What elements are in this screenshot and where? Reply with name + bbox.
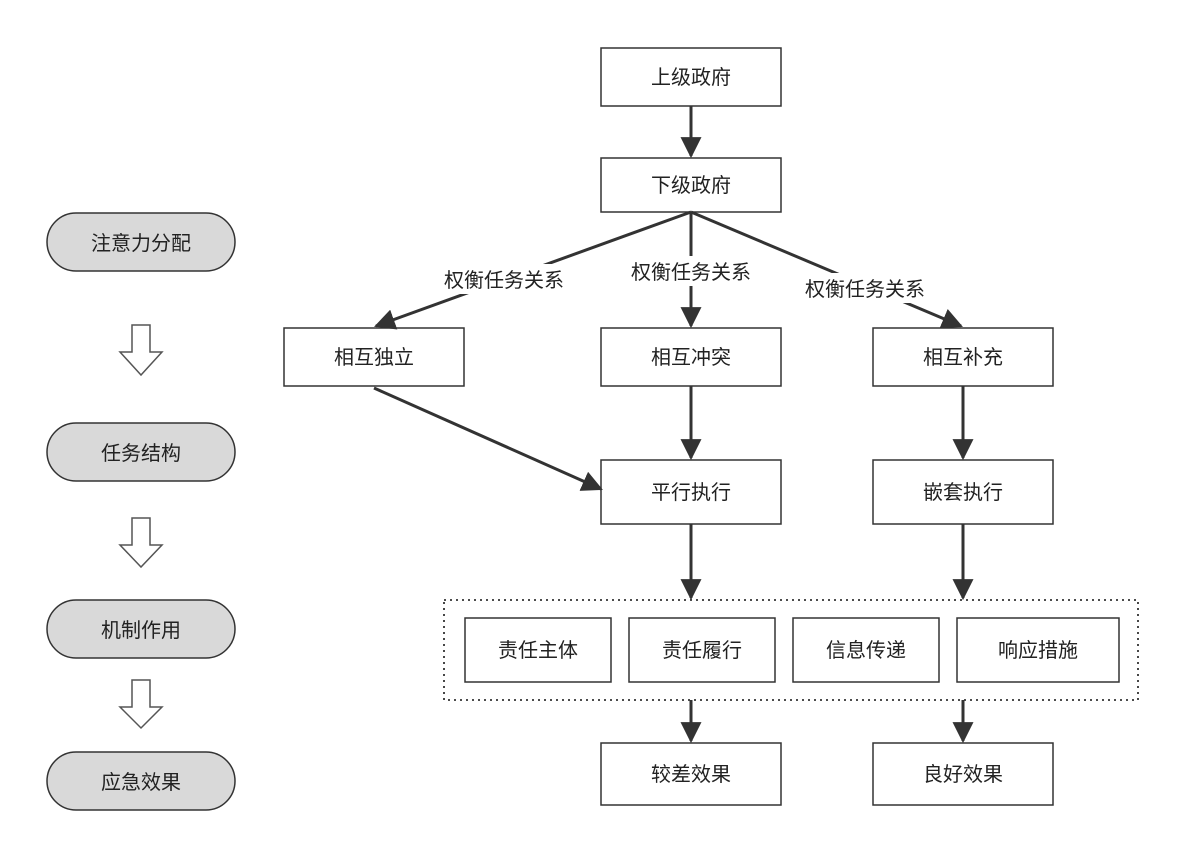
- side-step-task-structure-label: 任务结构: [101, 441, 181, 465]
- upper-gov-box: [600, 47, 782, 107]
- info-transfer-box: [792, 617, 940, 683]
- good-effect-box: [872, 742, 1054, 806]
- down-arrow-icon: [118, 517, 164, 569]
- side-flow: 注意力分配 任务结构 机制作用 应急效果: [46, 212, 236, 811]
- nested-exec-box: [872, 459, 1054, 525]
- side-step-emergency-effect-label: 应急效果: [101, 770, 181, 794]
- independent-label: 相互独立: [334, 345, 414, 369]
- edge-label-bg-left: [426, 264, 582, 294]
- mechanism-group: [443, 599, 1139, 701]
- edge-label-bg-right: [787, 273, 943, 303]
- edge-label-right: 权衡任务关系: [805, 277, 925, 301]
- edge-label-middle: 权衡任务关系: [631, 260, 751, 284]
- responsible-subject-label: 责任主体: [498, 638, 578, 662]
- info-transfer-label: 信息传递: [826, 638, 906, 662]
- side-step-mechanism: [46, 599, 236, 659]
- responsible-subject-box: [464, 617, 612, 683]
- parallel-exec-label: 平行执行: [651, 480, 731, 504]
- side-step-emergency-effect: [46, 751, 236, 811]
- arrow-lower-to-complement: [690, 210, 963, 329]
- arrow-independent-to-parallel: [373, 386, 603, 491]
- edge-label-left: 权衡任务关系: [444, 268, 564, 292]
- lower-gov-label: 下级政府: [651, 173, 731, 197]
- down-arrow-icon: [118, 324, 164, 377]
- conflict-label: 相互冲突: [651, 345, 731, 369]
- complement-label: 相互补充: [923, 345, 1003, 369]
- edge-label-bg-middle: [613, 256, 769, 286]
- upper-gov-label: 上级政府: [651, 65, 731, 89]
- nested-exec-label: 嵌套执行: [923, 480, 1003, 504]
- side-step-mechanism-label: 机制作用: [101, 618, 181, 642]
- responsibility-fulfill-box: [628, 617, 776, 683]
- down-arrow-icon: [118, 679, 164, 730]
- response-measures-box: [956, 617, 1120, 683]
- edge-labels: 权衡任务关系 权衡任务关系 权衡任务关系: [426, 256, 943, 303]
- side-step-attention: [46, 212, 236, 272]
- responsibility-fulfill-label: 责任履行: [662, 638, 742, 662]
- poor-effect-box: [600, 742, 782, 806]
- independent-box: [283, 327, 465, 387]
- connectors: [373, 106, 974, 744]
- side-step-task-structure: [46, 422, 236, 482]
- side-step-attention-label: 注意力分配: [91, 231, 191, 255]
- main-flow: 上级政府 下级政府 相互独立 相互冲突 相互补充 平行执行 嵌套执行 责任主体 …: [283, 47, 1139, 806]
- response-measures-label: 响应措施: [998, 638, 1078, 662]
- good-effect-label: 良好效果: [923, 762, 1003, 786]
- poor-effect-label: 较差效果: [651, 762, 731, 786]
